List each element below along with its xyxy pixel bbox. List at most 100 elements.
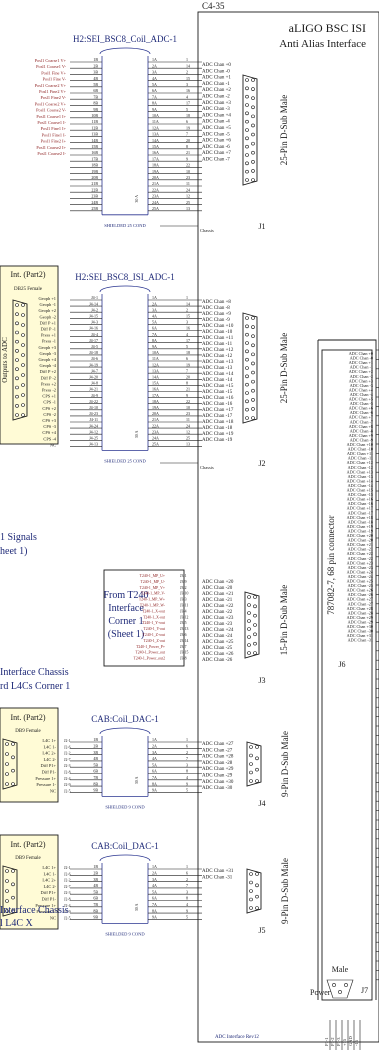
pin-label: 22B — [91, 187, 98, 192]
pin-number: 10 — [186, 405, 190, 410]
pin-number: 12 — [186, 429, 190, 434]
pin-label: J4-7 — [91, 368, 98, 373]
adc-label: ADC Chan -18 — [202, 426, 233, 431]
pin-dot — [251, 370, 255, 375]
pin-number: 3 — [186, 889, 188, 894]
pin-dot — [245, 86, 249, 91]
j6-label: ADC Chan -28 — [348, 610, 373, 615]
pin-number: 2 — [186, 877, 188, 882]
pin-dot — [11, 782, 15, 786]
signal-label: Geoph -1 — [40, 302, 56, 307]
j6-label: ADC Chan +5 — [349, 397, 373, 402]
pin-label: 5A — [152, 762, 157, 767]
pin-number: 10 — [186, 169, 190, 174]
j6-label: ADC Chan -8 — [350, 428, 373, 433]
pin-number: 20 — [186, 138, 190, 143]
pin-label: 7A — [152, 94, 157, 99]
pin-number: 9 — [186, 781, 188, 786]
adc-label: ADC Chan -22 — [202, 610, 233, 615]
t240-signal: T240-1_MP_U+ — [140, 574, 165, 578]
j6-label: ADC Chan -4 — [350, 392, 374, 397]
j6-label: ADC Chan +8 — [349, 424, 373, 429]
signal-label: Press +1 — [41, 333, 56, 338]
pin-dot — [251, 78, 255, 82]
pin-label: 4A — [152, 314, 157, 319]
t240-pin: J3-3 — [180, 598, 187, 602]
signal-label: Posl1 Fine2 I+ — [41, 139, 67, 144]
j6-label: ADC Chan +22 — [347, 551, 373, 556]
j6-label: ADC Chan +13 — [347, 469, 373, 474]
pin-label: 14B — [91, 138, 98, 143]
pin-dot — [247, 603, 251, 607]
signal-label: Posl1 Fine V- — [43, 77, 67, 82]
pin-label: 8A — [152, 908, 157, 913]
adc-label: ADC Chan -1 — [202, 82, 230, 87]
pin-dot — [5, 879, 9, 883]
pin-number: 18 — [186, 113, 190, 118]
pin-label: 9B — [93, 788, 98, 793]
pin-number: 21 — [186, 387, 190, 392]
pin-label: 7A — [152, 902, 157, 907]
connector-ref: J6 — [338, 660, 345, 669]
pin-label: 9B — [93, 915, 98, 920]
pin-label: 24A — [152, 436, 159, 441]
j6-label: ADC Chan -17 — [348, 510, 373, 515]
t240-signal: T240-1_Y+out — [142, 621, 166, 625]
pin-dot — [255, 906, 259, 910]
pin-number: 25 — [186, 436, 190, 441]
adc-label: ADC Chan +12 — [202, 348, 234, 353]
pin-dot — [245, 111, 249, 116]
t240-signal: T240-1_Power_out — [135, 651, 165, 655]
t240-pin: J3-12 — [180, 615, 189, 619]
pin-label: 1B — [93, 737, 98, 742]
adc-label: ADC Chan +4 — [202, 113, 231, 118]
pin-label: J2-2 — [64, 752, 71, 756]
pin-dot — [21, 363, 25, 367]
signal-label: Geoph -2 — [40, 314, 56, 319]
pin-dot — [251, 398, 255, 402]
pin-dot — [251, 96, 255, 100]
pin-label: J4-11 — [89, 417, 98, 422]
enclosure-box — [197, 11, 379, 1043]
signal-label: L4C 2- — [43, 757, 56, 762]
signal-label: Diff P1- — [42, 897, 57, 902]
pin-label: 6A — [152, 896, 157, 901]
pin-dot — [5, 762, 9, 766]
adc-label: ADC Chan +10 — [202, 324, 234, 329]
pin-dot — [245, 374, 249, 379]
power-pin-label: +15 — [342, 1038, 347, 1046]
pin-label: 13A — [152, 132, 159, 137]
pin-dot — [21, 403, 25, 407]
pin-dot — [251, 150, 255, 155]
signal-label: CPS -2 — [43, 412, 56, 417]
adc-label: ADC Chan -17 — [202, 414, 233, 419]
adc-label: ADC Chan -27 — [202, 748, 233, 753]
pin-label: 6B — [93, 769, 98, 774]
connector-ref: J2 — [258, 459, 265, 468]
pin-number: 23 — [186, 175, 190, 180]
pin-label: 3A — [152, 877, 157, 882]
adc-label: ADC Chan -21 — [202, 598, 233, 603]
pin-dot — [251, 169, 255, 173]
pin-number: 22 — [186, 163, 190, 168]
pin-dot — [249, 779, 253, 783]
j6-label: ADC Chan -19 — [348, 528, 373, 533]
pin-number: 4 — [186, 332, 188, 337]
pin-number: 7 — [186, 883, 188, 888]
signal-label: Posl1 Fine2 V- — [40, 95, 66, 100]
connector-ref: J3 — [258, 676, 265, 685]
pin-dot — [251, 123, 255, 128]
t240-pin: J3-11 — [180, 604, 188, 608]
pin-number: 4 — [186, 94, 188, 99]
t240-signal: T240-1_MP_W- — [140, 604, 166, 608]
pin-dot — [5, 742, 9, 746]
power-pin-label: P1-1 — [324, 1037, 329, 1046]
adc-label: ADC Chan -10 — [202, 330, 233, 335]
pin-number: 5 — [186, 107, 188, 112]
pin-label: 15B — [91, 144, 98, 149]
signal-label: Diff P1- — [42, 770, 57, 775]
j6-label: ADC Chan +11 — [347, 451, 373, 456]
pin-number: 19 — [186, 125, 190, 130]
pin-dot — [245, 169, 249, 174]
